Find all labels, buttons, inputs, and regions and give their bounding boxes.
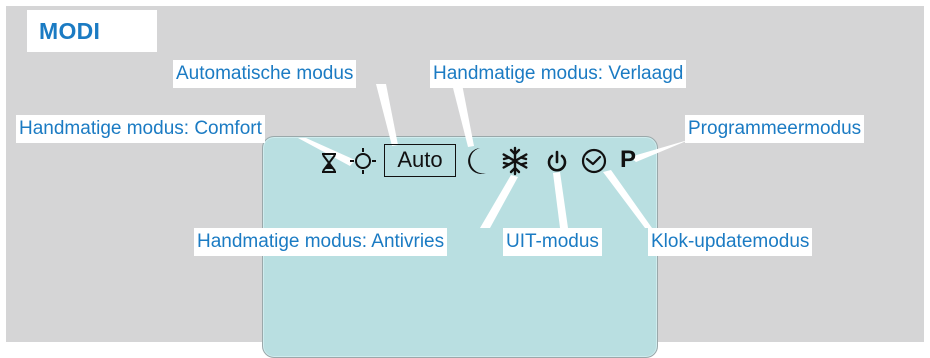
callout-program (630, 137, 696, 162)
moon-icon (468, 148, 486, 174)
hourglass-icon (322, 153, 336, 173)
label-off-mode: UIT-modus (503, 228, 602, 256)
clock-icon (581, 148, 607, 174)
callout-manual-comfort (298, 138, 355, 166)
auto-indicator: Auto (384, 144, 456, 177)
programming-indicator: P (620, 146, 637, 173)
label-automatic-mode: Automatische modus (173, 60, 357, 88)
callout-clock-update (603, 170, 652, 228)
label-programming-mode: Programmeermodus (685, 115, 865, 143)
title-box (27, 10, 157, 52)
callout-automatic (376, 84, 398, 146)
snowflake-icon (502, 146, 528, 176)
power-icon (547, 150, 567, 172)
callout-antifreeze (480, 175, 518, 228)
label-clock-update-mode: Klok-updatemodus (648, 228, 813, 256)
callout-off (553, 172, 568, 228)
label-manual-antifreeze-mode: Handmatige modus: Antivries (194, 228, 448, 256)
mode-diagram: MODI Automatische modus Handmatige modus… (6, 6, 924, 358)
callout-manual-reduced (452, 84, 474, 147)
callout-lines (298, 84, 696, 228)
page-title: MODI (39, 18, 101, 44)
label-manual-reduced-mode: Handmatige modus: Verlaagd (430, 60, 687, 88)
label-manual-comfort-mode: Handmatige modus: Comfort (16, 115, 265, 143)
sun-icon (350, 148, 376, 174)
